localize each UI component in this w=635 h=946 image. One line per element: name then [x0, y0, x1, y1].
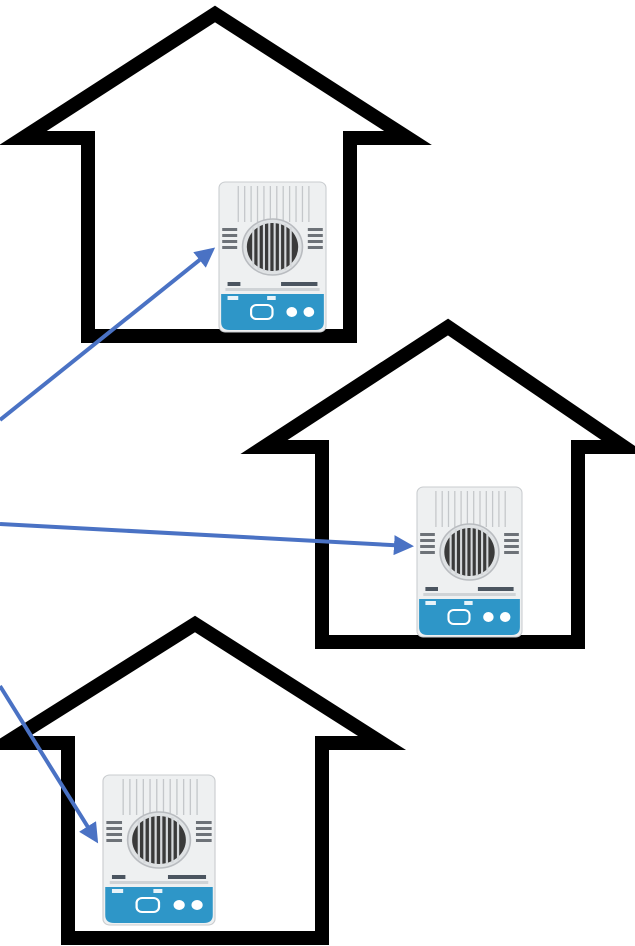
- arrow-to-house-1: [0, 247, 216, 422]
- house-1: [0, 5, 432, 343]
- arrow-to-house-3: [0, 684, 99, 844]
- air-purifier-icon: [217, 180, 328, 334]
- arrow-to-house-2: [0, 522, 414, 556]
- air-purifier-icon: [101, 773, 217, 927]
- arrows: [0, 247, 414, 844]
- house-outline: [240, 318, 635, 649]
- house-2: [240, 318, 635, 649]
- house-3: [0, 615, 407, 945]
- air-purifier-icon: [415, 485, 524, 639]
- house-outline: [0, 615, 407, 945]
- house-outline: [0, 5, 432, 343]
